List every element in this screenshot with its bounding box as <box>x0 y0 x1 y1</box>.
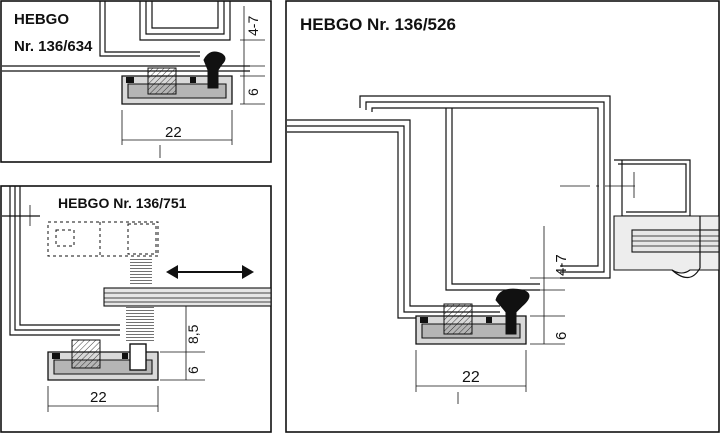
door-leaf <box>103 287 272 307</box>
dim-width-label: 22 <box>462 369 480 386</box>
panel-frame <box>0 0 272 163</box>
panel-right: HEBGO Nr. 136/526 <box>285 0 720 433</box>
dim-height-label: 6 <box>185 366 201 374</box>
panel-title: HEBGO Nr. 136/526 <box>300 15 456 34</box>
dimensions <box>415 226 565 404</box>
dim-height-label: 6 <box>245 88 261 96</box>
retracted-seal-outline <box>47 221 159 257</box>
dimensions <box>121 6 265 158</box>
seal-lip <box>495 288 530 335</box>
door-frame-lines <box>2 186 120 336</box>
screw <box>71 339 101 369</box>
seal-lip <box>203 51 226 89</box>
panel-top-left: HEBGO Nr. 136/634 <box>0 0 272 163</box>
screw <box>443 303 473 335</box>
panel-bottom-left: HEBGO Nr. 136/751 <box>0 185 272 433</box>
dim-height-label: 6 <box>553 332 570 340</box>
door-frame-lines <box>287 95 611 319</box>
dim-gap-label: 4-7 <box>553 254 570 276</box>
dim-width-label: 22 <box>165 124 182 141</box>
screw <box>147 67 177 95</box>
brush-seal-lower <box>126 306 154 342</box>
dim-gap-label: 4-7 <box>245 16 261 36</box>
panel-frame <box>0 185 272 433</box>
panel-title: HEBGO Nr. 136/751 <box>58 195 187 211</box>
panel-title-line1: HEBGO <box>14 11 69 28</box>
dim-width-label: 22 <box>90 389 107 406</box>
movement-arrow <box>166 265 254 279</box>
seal-profile <box>415 288 530 345</box>
seal-profile <box>47 339 159 381</box>
door-frame-lines <box>2 1 250 72</box>
wall-insert <box>613 159 720 279</box>
dim-gap-label: 8,5 <box>185 324 201 344</box>
dimensions <box>47 305 205 412</box>
panel-title-line2: Nr. 136/634 <box>14 38 93 55</box>
brush-seal <box>130 258 152 286</box>
seal-profile <box>121 51 233 105</box>
